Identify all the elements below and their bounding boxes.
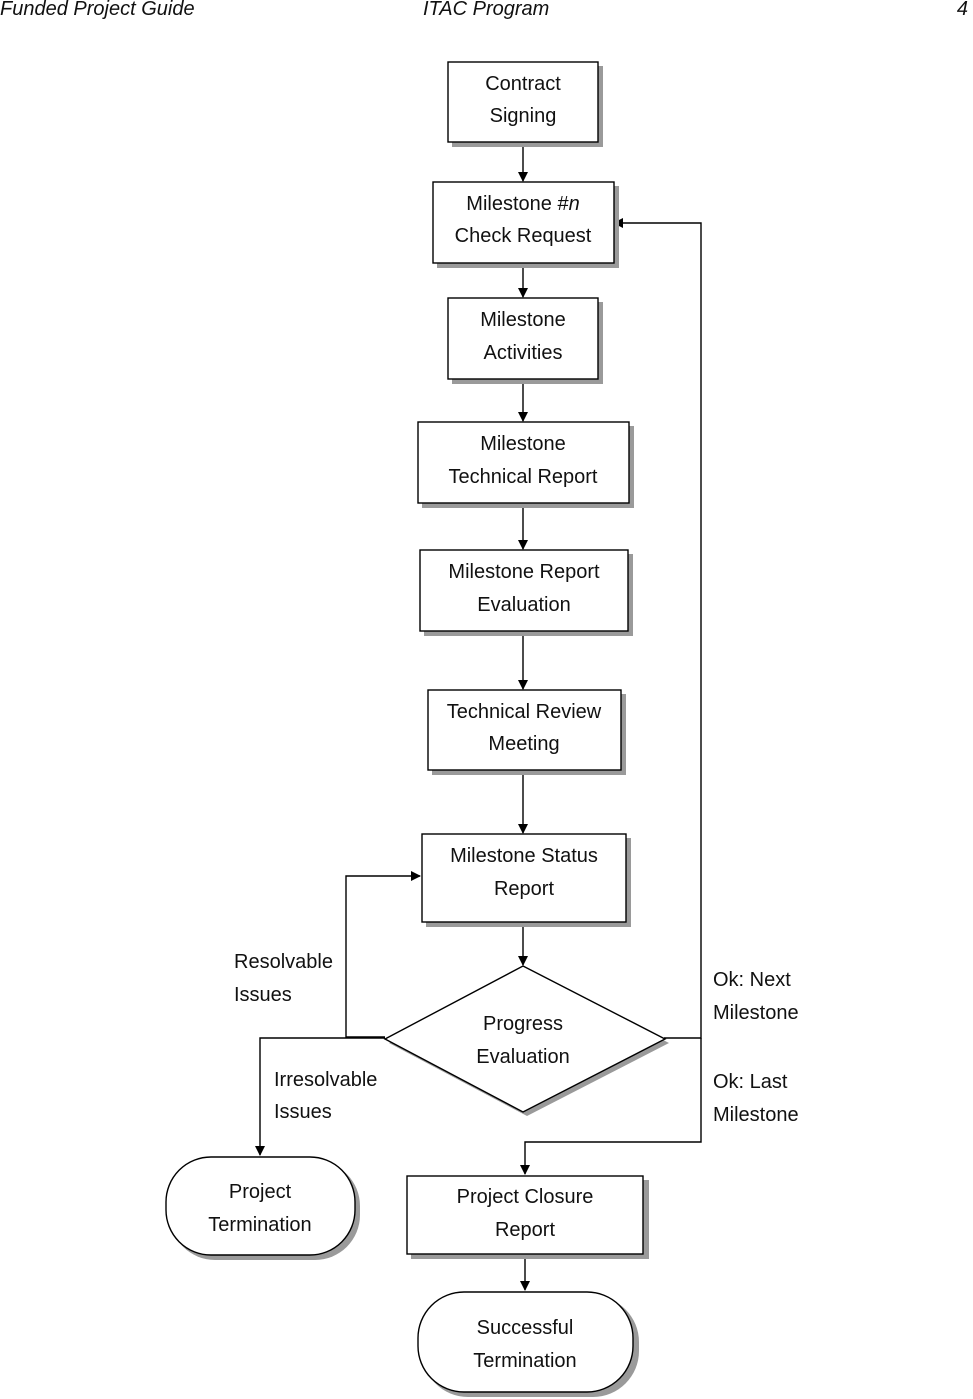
- node-label-line: Report: [495, 1219, 555, 1241]
- node-label-line: Check Request: [455, 225, 592, 247]
- node-label-line: Milestone Report: [448, 561, 600, 583]
- node-label-line: Evaluation: [477, 594, 570, 616]
- node-milestone-activities: Milestone Activities: [447, 297, 603, 384]
- label-resolvable-issues: Resolvable Issues: [234, 951, 333, 1006]
- node-milestone-technical-report: Milestone Technical Report: [417, 421, 634, 508]
- node-label-line: Contract: [485, 73, 561, 95]
- node-contract-signing: Contract Signing: [447, 61, 603, 147]
- node-label-line: Signing: [490, 105, 557, 127]
- node-label-line: Milestone Status: [450, 845, 598, 867]
- node-label-line: Milestone: [480, 309, 566, 331]
- edge-label-line: Milestone: [713, 1002, 799, 1024]
- arrow-irresolvable-to-termination: [255, 1037, 385, 1156]
- header-document-title: Funded Project Guide: [0, 0, 195, 20]
- edge-label-line: Irresolvable: [274, 1069, 377, 1091]
- node-progress-evaluation-decision: Progress Evaluation: [383, 965, 669, 1116]
- edge-label-line: Resolvable: [234, 951, 333, 973]
- edge-label-line: Ok: Last: [713, 1071, 788, 1093]
- header-program-name: ITAC Program: [423, 0, 550, 20]
- node-milestone-status-report: Milestone Status Report: [421, 833, 631, 927]
- node-milestone-check-request: Milestone #n Check Request: [432, 181, 619, 268]
- label-irresolvable-issues: Irresolvable Issues: [274, 1069, 377, 1123]
- edge-label-line: Milestone: [713, 1104, 799, 1126]
- node-project-closure-report: Project Closure Report: [406, 1175, 649, 1259]
- node-label-line: Meeting: [488, 733, 559, 755]
- node-milestone-report-evaluation: Milestone Report Evaluation: [419, 549, 633, 636]
- node-label-line: Termination: [208, 1214, 311, 1236]
- node-label-line: Report: [494, 878, 554, 900]
- node-label-line: Technical Report: [449, 466, 598, 488]
- edge-label-line: Issues: [234, 984, 292, 1006]
- label-ok-last-milestone: Ok: Last Milestone: [713, 1071, 799, 1126]
- node-label-line: Project: [229, 1181, 292, 1203]
- node-project-termination: Project Termination: [165, 1156, 360, 1260]
- header-page-number: 4: [956, 0, 968, 20]
- node-label-line: Milestone #n: [466, 193, 579, 215]
- node-label-line: Progress: [483, 1013, 563, 1035]
- node-technical-review-meeting: Technical Review Meeting: [427, 689, 626, 775]
- label-ok-next-milestone: Ok: Next Milestone: [713, 969, 799, 1024]
- arrow-resolvable-loop: [345, 871, 421, 1038]
- node-label-line: Successful: [477, 1317, 574, 1339]
- node-label-line: Milestone: [480, 433, 566, 455]
- arrow-last-milestone-to-closure: [520, 1038, 702, 1175]
- edge-label-line: Issues: [274, 1101, 332, 1123]
- node-label-line: Project Closure: [457, 1186, 594, 1208]
- node-label-line: Termination: [473, 1350, 576, 1372]
- node-label-line: Evaluation: [476, 1046, 569, 1068]
- arrow-next-milestone-loop: [613, 218, 702, 1039]
- node-label-line: Technical Review: [447, 701, 602, 723]
- node-label-line: Activities: [484, 342, 563, 364]
- node-successful-termination: Successful Termination: [417, 1291, 639, 1397]
- edge-label-line: Ok: Next: [713, 969, 791, 991]
